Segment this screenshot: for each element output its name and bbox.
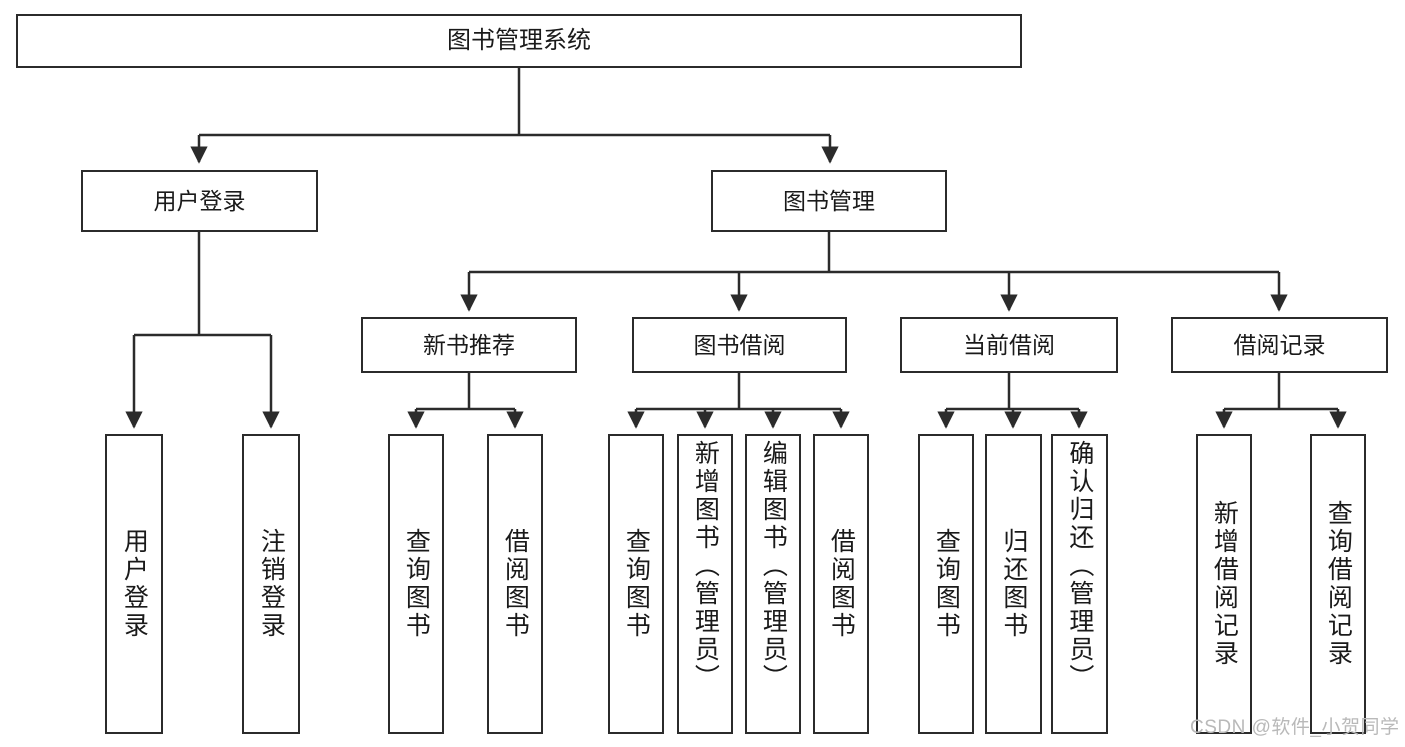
node-leaf-borrow-book-rec[interactable]: 借阅图书 xyxy=(487,434,543,734)
node-leaf-query-book-cur-label: 查询图书 xyxy=(932,528,961,640)
node-book-borrow[interactable]: 图书借阅 xyxy=(632,317,847,373)
node-leaf-add-record[interactable]: 新增借阅记录 xyxy=(1196,434,1252,734)
node-current-borrow-label: 当前借阅 xyxy=(963,331,1055,358)
node-book-manage[interactable]: 图书管理 xyxy=(711,170,947,232)
node-leaf-logout-label: 注销登录 xyxy=(257,528,286,640)
node-leaf-user-login-label: 用户登录 xyxy=(120,528,149,640)
node-leaf-query-book-label: 查询图书 xyxy=(622,528,651,640)
node-user-login-label: 用户登录 xyxy=(153,187,246,214)
node-leaf-query-record-label: 查询借阅记录 xyxy=(1324,500,1353,668)
node-leaf-add-book-label: 新增图书（管理员） xyxy=(691,440,720,692)
node-leaf-add-record-label: 新增借阅记录 xyxy=(1210,500,1239,668)
node-book-borrow-label: 图书借阅 xyxy=(693,331,786,358)
node-borrow-record-label: 借阅记录 xyxy=(1233,331,1326,358)
node-user-login[interactable]: 用户登录 xyxy=(81,170,318,232)
node-book-manage-label: 图书管理 xyxy=(783,187,875,214)
node-new-book-rec-label: 新书推荐 xyxy=(423,331,515,358)
node-leaf-query-book-rec[interactable]: 查询图书 xyxy=(388,434,444,734)
node-leaf-query-book-rec-label: 查询图书 xyxy=(402,528,431,640)
node-new-book-rec[interactable]: 新书推荐 xyxy=(361,317,577,373)
node-leaf-borrow-book-label: 借阅图书 xyxy=(827,528,856,640)
node-root[interactable]: 图书管理系统 xyxy=(16,14,1022,68)
node-leaf-query-record[interactable]: 查询借阅记录 xyxy=(1310,434,1366,734)
node-leaf-confirm-return[interactable]: 确认归还（管理员） xyxy=(1051,434,1108,734)
node-leaf-confirm-return-label: 确认归还（管理员） xyxy=(1065,440,1094,692)
node-leaf-logout[interactable]: 注销登录 xyxy=(242,434,300,734)
node-leaf-return-book[interactable]: 归还图书 xyxy=(985,434,1042,734)
node-root-label: 图书管理系统 xyxy=(447,27,591,55)
node-leaf-user-login[interactable]: 用户登录 xyxy=(105,434,163,734)
node-leaf-add-book[interactable]: 新增图书（管理员） xyxy=(677,434,733,734)
node-current-borrow[interactable]: 当前借阅 xyxy=(900,317,1118,373)
node-leaf-edit-book[interactable]: 编辑图书（管理员） xyxy=(745,434,801,734)
csdn-watermark: CSDN @软件_小贺同学 xyxy=(1190,717,1400,738)
node-leaf-return-book-label: 归还图书 xyxy=(999,528,1028,640)
node-leaf-borrow-book-rec-label: 借阅图书 xyxy=(501,528,530,640)
node-leaf-query-book-cur[interactable]: 查询图书 xyxy=(918,434,974,734)
node-leaf-borrow-book[interactable]: 借阅图书 xyxy=(813,434,869,734)
node-leaf-edit-book-label: 编辑图书（管理员） xyxy=(759,440,788,692)
node-borrow-record[interactable]: 借阅记录 xyxy=(1171,317,1388,373)
node-leaf-query-book[interactable]: 查询图书 xyxy=(608,434,664,734)
